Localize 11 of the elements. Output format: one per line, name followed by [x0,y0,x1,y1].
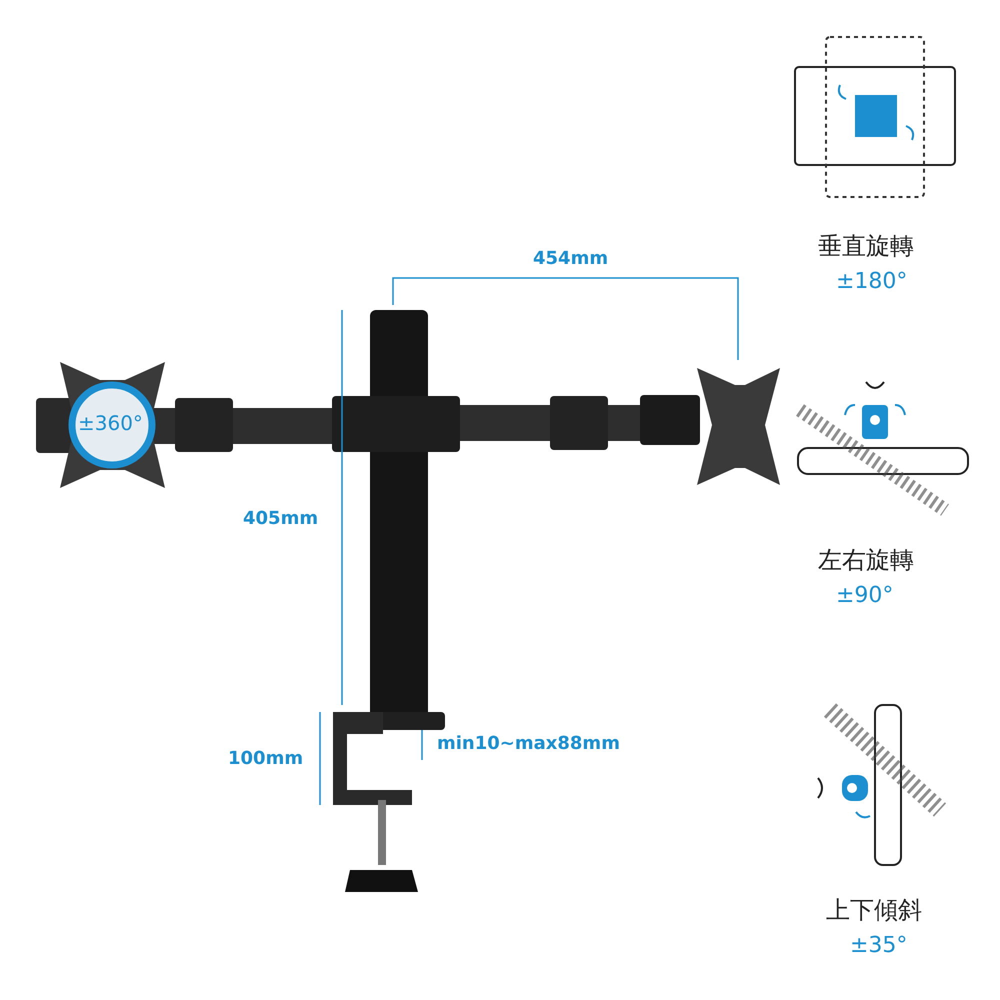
feature-label: 左右旋轉 [818,548,914,572]
dimension-label: 100mm [228,750,304,768]
rotation-label: ±360° [78,413,143,433]
feature-label: 上下傾斜 [826,898,922,922]
angle-label: ±90° [836,585,894,607]
dimension-label: 405mm [243,510,318,528]
dimension-label: min10~max88mm [437,735,620,753]
angle-label: ±180° [836,271,908,293]
feature-label: 垂直旋轉 [818,234,914,258]
dimension-label: 454mm [533,250,608,268]
angle-label: ±35° [850,935,908,957]
